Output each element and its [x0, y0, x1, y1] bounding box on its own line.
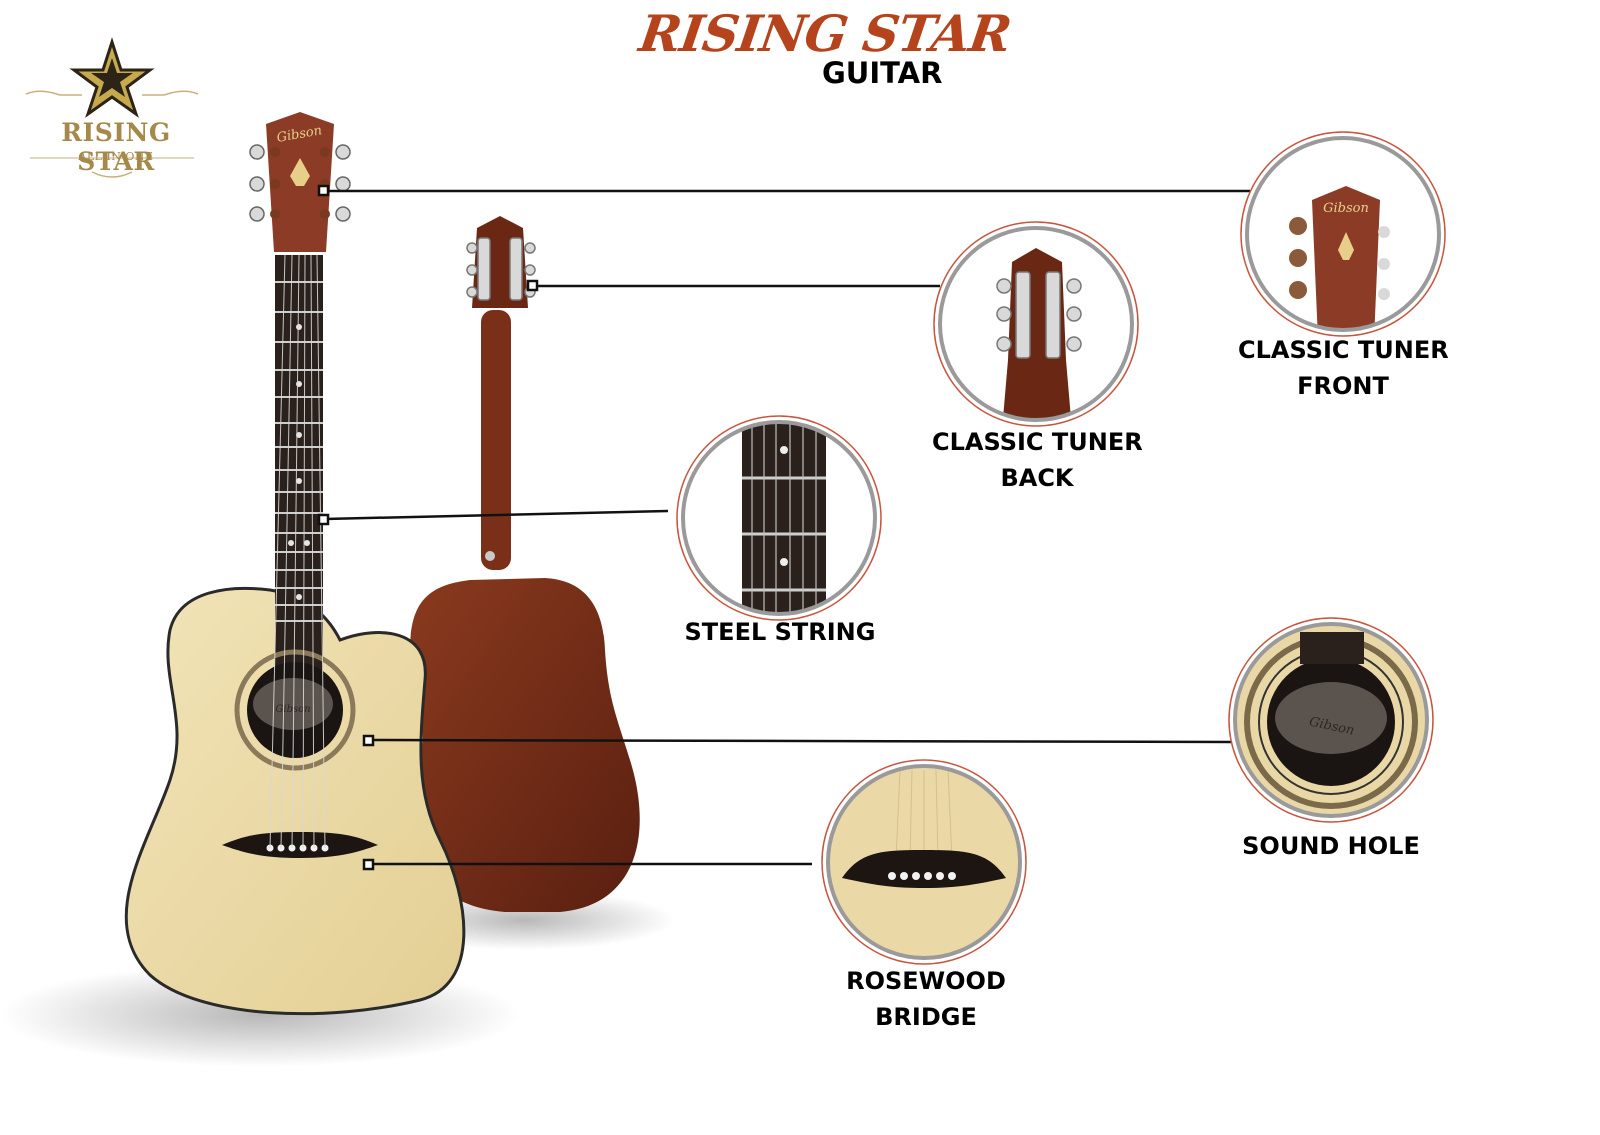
feature-label-steel-string: STEEL STRING	[684, 618, 876, 646]
feature-label-tuner-back: CLASSIC TUNER BACK	[932, 428, 1143, 492]
svg-text:Gibson: Gibson	[1323, 201, 1369, 216]
callout-connectors	[317, 184, 1250, 871]
logo-tagline: ALL IN ONE	[78, 150, 154, 163]
callout-sound-hole: Gibson	[1228, 617, 1434, 823]
guitar-back-view	[410, 216, 640, 912]
brand-logo: RISING STAR ALL IN ONE	[18, 40, 214, 190]
callout-rosewood-bridge	[821, 759, 1027, 965]
callout-tuner-front: Gibson	[1240, 131, 1446, 337]
feature-label-sound-hole: SOUND HOLE	[1242, 832, 1420, 860]
guitar-front-view: Gibson Gibson	[124, 112, 466, 1016]
callout-steel-string	[676, 415, 882, 621]
page-subtitle: GUITAR	[822, 56, 943, 90]
logo-brand-name: RISING STAR	[61, 118, 171, 176]
star-icon	[25, 37, 199, 178]
page-title: RISING STAR	[635, 4, 1015, 63]
feature-label-tuner-front: CLASSIC TUNER FRONT	[1238, 336, 1449, 400]
soundhole-label-brand: Gibson	[275, 704, 310, 715]
feature-label-rosewood-bridge: ROSEWOOD BRIDGE	[846, 967, 1006, 1031]
callout-tuner-back	[933, 221, 1139, 427]
